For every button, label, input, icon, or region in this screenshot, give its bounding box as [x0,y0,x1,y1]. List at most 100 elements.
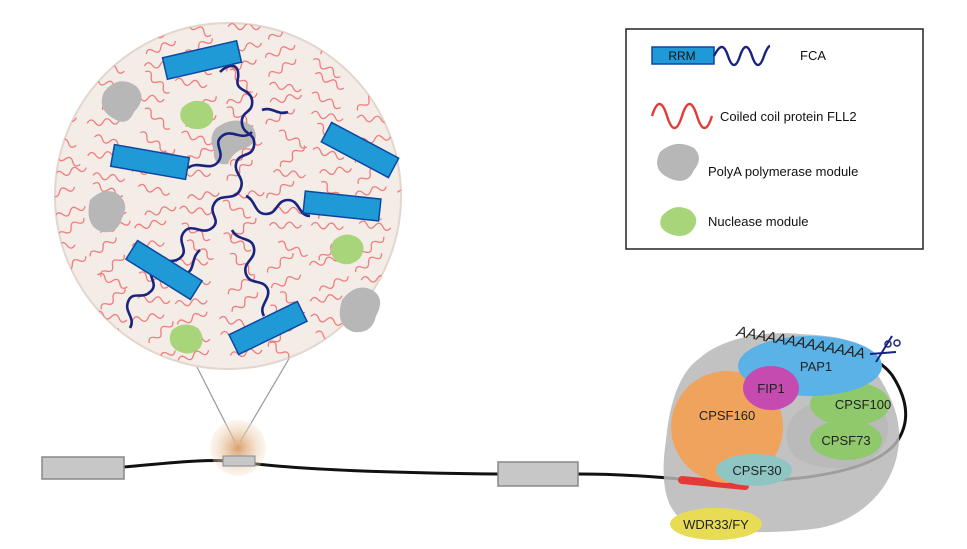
fll2-squiggle [268,59,297,77]
fll2-squiggle [401,289,432,309]
fll2-squiggle [229,68,253,93]
wdr33-node [670,508,762,540]
cpsf-complex: WDR33/FY CPSF160 CPSF30 CPSF100 CPSF73 P… [663,323,901,540]
fll2-squiggle [137,183,171,196]
fll2-squiggle [397,305,401,323]
fll2-squiggle [366,59,395,80]
legend-nuclease-label: Nuclease module [708,214,808,229]
cpsf73-node [810,420,882,460]
fip1-label: FIP1 [757,381,784,396]
exon-box-1 [41,456,125,480]
nuclease-blob-1 [180,100,214,130]
cpsf100-label: CPSF100 [835,397,891,412]
exon-box-2 [497,461,579,487]
fll2-squiggle [405,137,437,143]
fll2-squiggle [310,110,344,122]
fll2-squiggle [55,186,76,198]
fll2-squiggle [55,78,76,88]
fll2-squiggle [184,38,213,55]
fll2-squiggle [229,348,263,358]
fll2-squiggle [95,310,128,323]
fll2-squiggle [89,237,117,257]
fll2-squiggle [100,287,126,310]
condensate-focus-dot [210,420,266,476]
fll2-squiggle [312,58,341,79]
fll2-squiggle [223,232,252,252]
fll2-squiggle [174,298,208,307]
fll2-squiggle [404,237,436,253]
fll2-squiggle [354,186,387,196]
fll2-squiggle [181,222,211,242]
fll2-squiggle [397,78,401,93]
fll2-squiggle [264,44,296,58]
fll2-squiggle [181,23,212,38]
fll2-squiggle [310,313,343,326]
cpsf30-node [716,454,792,486]
fll2-squiggle [407,151,440,162]
rrm-block-5 [124,239,204,301]
nuclease-blob-2 [330,234,364,265]
polya-blob-4 [339,287,381,333]
fll2-squiggle [226,159,253,181]
fll2-squiggle [175,258,209,266]
fll2-squiggle [57,217,85,238]
fll2-squiggle [310,221,344,231]
legend-polya-icon [657,143,699,181]
fll2-squiggle [404,36,436,55]
fll2-squiggle [265,108,295,125]
fll2-squiggle [92,172,126,183]
fll2-squiggle [407,115,439,125]
fll2-squiggle [272,169,306,179]
fll2-squiggle [58,325,84,349]
fll2-squiggle [185,145,216,161]
fll2-squiggle [269,93,303,104]
fll2-squiggle [131,313,165,322]
fll2-squiggle [55,166,87,177]
rrm-block-1 [161,39,243,81]
fll2-squiggle [356,114,390,124]
fll2-squiggle [140,131,167,153]
fll2-squiggle [270,274,302,289]
fll2-squiggle [401,252,432,273]
wdr33-label: WDR33/FY [683,517,749,532]
fll2-squiggle [134,219,167,229]
rrm-block-4 [302,190,382,222]
fll2-squiggle [278,129,308,149]
fll2-squiggle [98,346,129,364]
fll2-squiggle [227,23,261,31]
fll2-squiggle [177,350,210,361]
nuclease-blob-3 [169,324,203,354]
fll2-squiggle [55,292,80,300]
fll2-squiggle [267,325,293,347]
legend-fll2-icon [650,102,714,130]
fll2-squiggle [176,311,208,325]
fll2-squiggle [319,166,353,176]
fll2-squiggle [405,273,438,284]
fll2-squiggle [406,216,435,240]
fll2-squiggle [405,63,437,72]
legend-rrm-label: RRM [668,49,695,63]
fll2-squiggle [405,345,438,359]
fll2-squiggle [222,199,251,219]
fll2-squiggle [97,38,127,55]
fll2-squiggle [279,145,306,167]
legend-polya-label: PolyA polymerase module [708,164,858,179]
fll2-segment [678,476,749,490]
fll2-squiggle [144,206,177,216]
fll2-squiggle [355,23,380,46]
fll2-squiggle [312,146,345,161]
fll2-squiggle [354,253,383,273]
fll2-squiggle [311,91,341,110]
fll2-squiggle [319,276,349,291]
fll2-squiggle [55,42,79,52]
fll2-squiggle [407,324,434,350]
polya-blob-3 [88,191,126,233]
scissors-icon [869,335,901,363]
fll2-squiggle [358,134,392,144]
exon-box-small [222,455,256,467]
fll2-squiggle [266,180,295,199]
fll2-squiggle [367,71,393,94]
fll2-squiggle [308,256,342,266]
fll2-squiggle [181,130,213,146]
fll2-squiggle [148,321,174,344]
